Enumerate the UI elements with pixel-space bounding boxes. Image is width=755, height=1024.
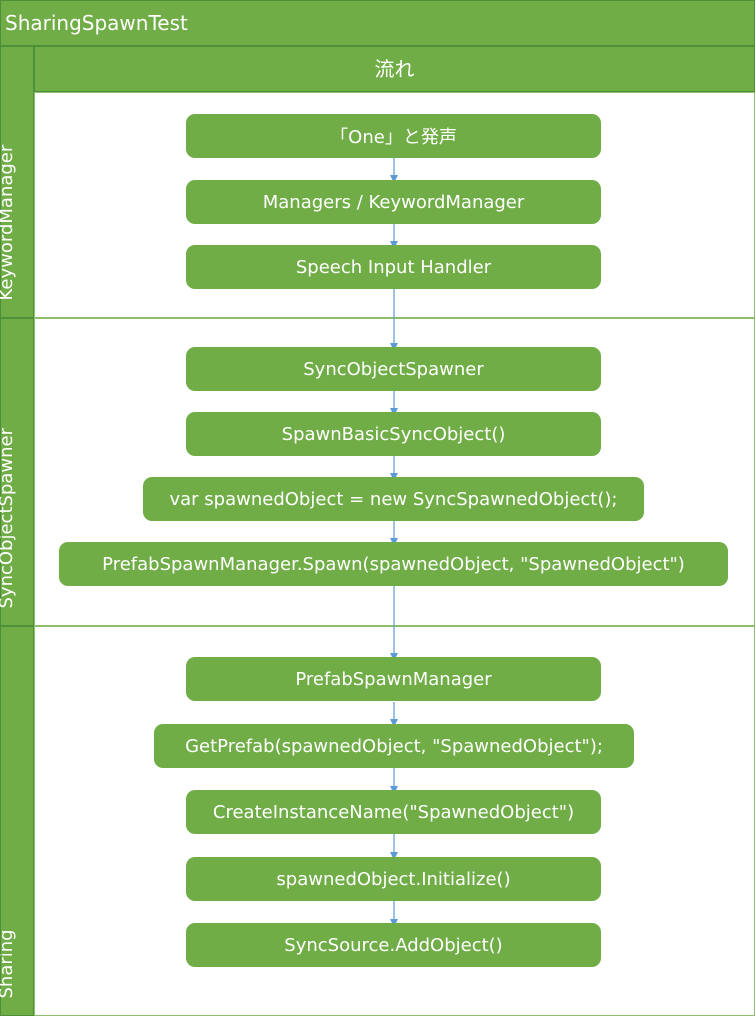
lane-header-syncobjectspawner: SyncObjectSpawner bbox=[0, 318, 34, 626]
step-keyword-manager: Managers / KeywordManager bbox=[186, 180, 601, 224]
column-header: 流れ bbox=[34, 46, 755, 92]
step-initialize: spawnedObject.Initialize() bbox=[186, 857, 601, 901]
lane-label-sharing: Sharing bbox=[0, 929, 17, 999]
step-add-object: SyncSource.AddObject() bbox=[186, 923, 601, 967]
lane-header-sharing: Sharing bbox=[0, 626, 34, 1016]
step-prefab-spawn-manager: PrefabSpawnManager bbox=[186, 657, 601, 701]
step-create-instance-name: CreateInstanceName("SpawnedObject") bbox=[186, 790, 601, 834]
step-sync-object-spawner: SyncObjectSpawner bbox=[186, 347, 601, 391]
step-speech-input-handler: Speech Input Handler bbox=[186, 245, 601, 289]
lane-header-keywordmanager: KeywordManager bbox=[0, 46, 34, 318]
step-prefab-spawn-manager-spawn: PrefabSpawnManager.Spawn(spawnedObject, … bbox=[59, 542, 728, 586]
step-new-sync-spawned-object: var spawnedObject = new SyncSpawnedObjec… bbox=[143, 477, 644, 521]
diagram-title: SharingSpawnTest bbox=[0, 0, 755, 46]
step-spawn-basic-sync-object: SpawnBasicSyncObject() bbox=[186, 412, 601, 456]
lane-label-syncobjectspawner: SyncObjectSpawner bbox=[0, 428, 17, 609]
lane-label-keywordmanager: KeywordManager bbox=[0, 144, 17, 301]
step-utter-one: 「One」と発声 bbox=[186, 114, 601, 158]
step-get-prefab: GetPrefab(spawnedObject, "SpawnedObject"… bbox=[154, 724, 634, 768]
